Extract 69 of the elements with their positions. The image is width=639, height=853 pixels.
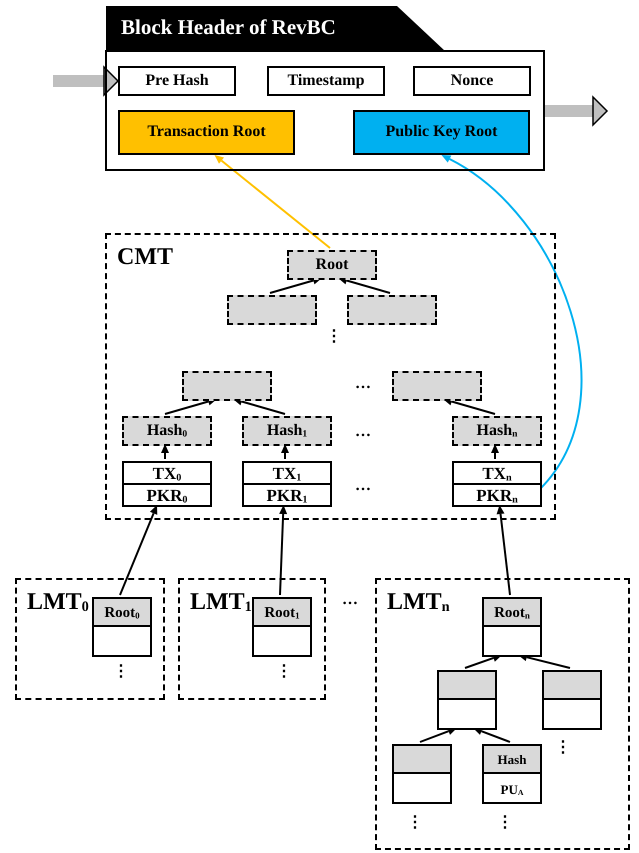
node-label: Public Key Root [386, 124, 498, 140]
tree-node-box [437, 670, 497, 730]
ellipsis-mark: ⋮ [497, 815, 513, 831]
container-title: CMT [117, 245, 173, 269]
node-label: Hash$_{0}$ [146, 422, 188, 439]
hash-node-box [227, 295, 317, 325]
node-label: PKR$_{n}$ [476, 487, 518, 506]
ellipsis-mark: ⋮ [555, 740, 571, 756]
arrow [279, 505, 288, 596]
transaction-box [242, 461, 332, 507]
arrow [496, 505, 511, 596]
node-label: Transaction Root [147, 124, 266, 140]
ellipsis-mark: … [342, 592, 358, 608]
hash-node-box [182, 371, 272, 401]
arrow [491, 444, 499, 459]
ellipsis-mark: ⋮ [113, 664, 129, 680]
header-title: Block Header of RevBC [121, 17, 336, 38]
tree-container [178, 578, 326, 700]
hash-node-box [347, 295, 437, 325]
node-label: Hash$_{1}$ [266, 422, 308, 439]
node-label: PU$_{A}$ [500, 783, 524, 797]
field-box [118, 110, 295, 155]
node-label: Pre Hash [145, 72, 209, 88]
arrow [281, 444, 289, 459]
ellipsis-mark: … [355, 376, 371, 392]
field-box [118, 66, 236, 96]
field-box [413, 66, 531, 96]
hash-node-box [452, 416, 542, 446]
container-title: LMT$_{0}$ [27, 590, 89, 615]
ellipsis-mark: … [355, 424, 371, 440]
hash-node-box [122, 416, 212, 446]
block-arrow [545, 96, 608, 126]
node-label: Hash$_{n}$ [476, 422, 518, 439]
tree-container [105, 233, 556, 520]
tree-node-box [482, 744, 542, 804]
node-label: Nonce [450, 72, 494, 88]
hash-node-box [242, 416, 332, 446]
block-header-panel [105, 5, 545, 171]
node-label: TX$_{0}$ [152, 465, 182, 484]
node-label: Root [316, 256, 348, 272]
tree-node-box [92, 597, 152, 657]
container-title: LMT$_{1}$ [190, 590, 252, 615]
tree-container [375, 578, 630, 850]
ellipsis-mark: ⋮ [326, 329, 342, 345]
field-box [267, 66, 385, 96]
transaction-box [122, 461, 212, 507]
arrow [442, 154, 582, 490]
arrow [119, 505, 158, 596]
node-label: PKR$_{1}$ [266, 487, 308, 506]
node-label: TX$_{n}$ [482, 465, 512, 484]
transaction-box [452, 461, 542, 507]
ellipsis-mark: ⋮ [276, 664, 292, 680]
node-label: Timestamp [287, 72, 365, 88]
tree-container [15, 578, 165, 700]
block-arrow [53, 66, 119, 96]
ellipsis-mark: … [355, 478, 371, 494]
tree-node-box [482, 597, 542, 657]
tree-node-box [252, 597, 312, 657]
node-label: PKR$_{0}$ [146, 487, 188, 506]
container-title: LMT$_{n}$ [387, 590, 450, 615]
ellipsis-mark: ⋮ [407, 815, 423, 831]
hash-node-box [287, 250, 377, 280]
hash-node-box [392, 371, 482, 401]
tree-node-box [542, 670, 602, 730]
arrow [161, 444, 169, 459]
tree-node-box [392, 744, 452, 804]
node-label: Hash [498, 753, 526, 766]
field-box [353, 110, 530, 155]
node-label: TX$_{1}$ [272, 465, 302, 484]
